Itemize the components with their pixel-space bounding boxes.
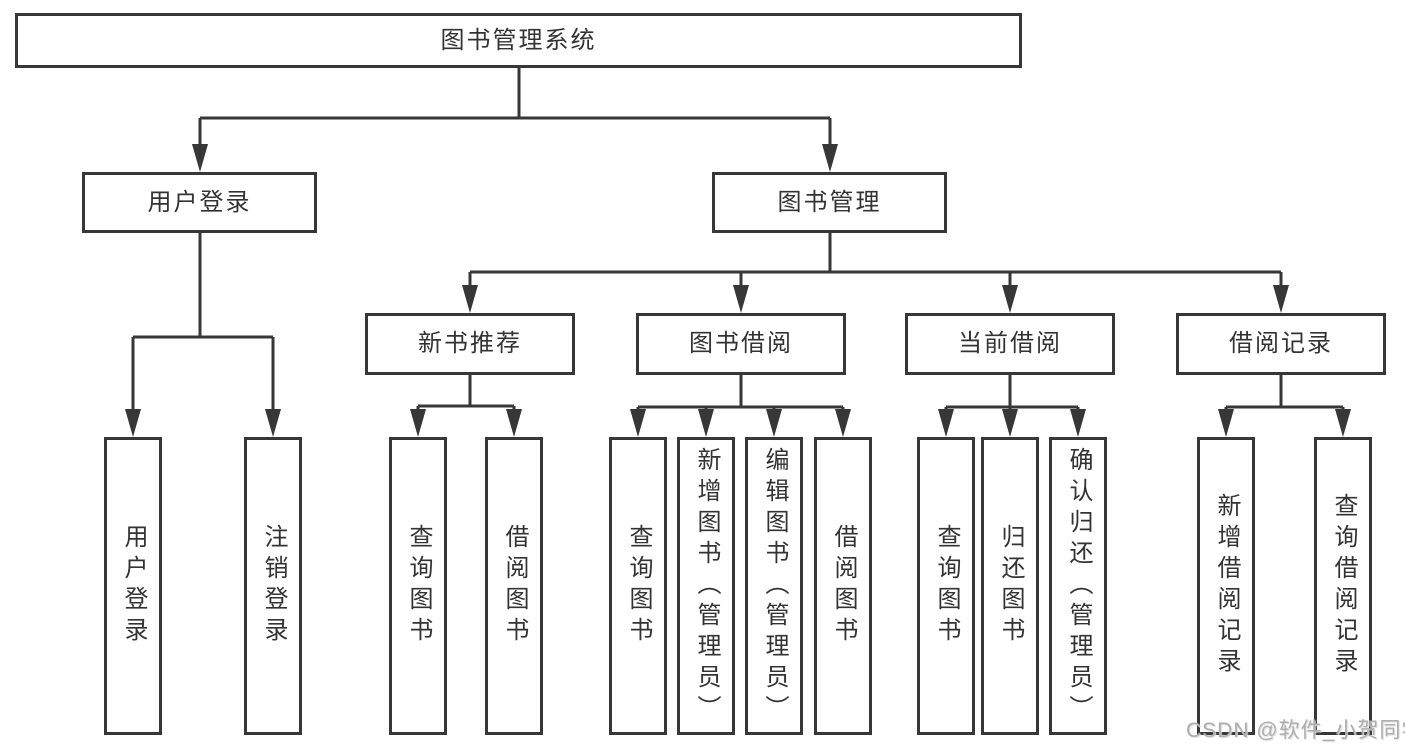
leaf-label: 查询借阅记录 [1330,493,1357,679]
leaf-label: 用户登录 [120,524,147,648]
leaf-borrow-query: 查询图书 [609,437,667,735]
leaf-current-confirm: 确认归还（管理员） [1049,437,1107,735]
node-borrow-records: 借阅记录 [1176,313,1386,375]
leaf-borrow-book: 借阅图书 [814,437,872,735]
node-user-login-label: 用户登录 [147,188,252,216]
leaf-label: 确认归还（管理员） [1065,446,1092,726]
leaf-logout: 注销登录 [244,437,302,735]
leaf-label: 注销登录 [260,524,287,648]
node-root-label: 图书管理系统 [440,26,597,54]
leaf-label: 归还图书 [997,524,1024,648]
leaf-borrow-add: 新增图书（管理员） [677,437,735,735]
node-borrow-records-label: 借阅记录 [1229,330,1333,357]
arrowheads [125,144,1351,437]
node-book-mgmt: 图书管理 [712,172,947,233]
leaf-records-add: 新增借阅记录 [1197,437,1255,735]
leaf-current-query: 查询图书 [917,437,975,735]
node-root: 图书管理系统 [15,13,1022,68]
leaf-label: 新增借阅记录 [1213,493,1240,679]
node-current-borrow: 当前借阅 [905,313,1115,375]
leaf-records-query: 查询借阅记录 [1314,437,1372,735]
node-current-borrow-label: 当前借阅 [958,330,1062,357]
node-book-borrow: 图书借阅 [636,313,846,375]
leaf-new-books-borrow: 借阅图书 [485,437,543,735]
leaf-label: 查询图书 [933,524,960,648]
node-user-login: 用户登录 [82,172,317,233]
node-new-books: 新书推荐 [365,313,575,375]
node-book-mgmt-label: 图书管理 [777,188,882,216]
leaf-current-return: 归还图书 [981,437,1039,735]
leaf-label: 借阅图书 [830,524,857,648]
leaf-borrow-edit: 编辑图书（管理员） [745,437,803,735]
csdn-watermark: CSDN @软件_小贺同学 [1186,719,1405,742]
leaf-label: 编辑图书（管理员） [761,446,788,726]
leaf-label: 查询图书 [405,524,432,648]
leaf-label: 借阅图书 [501,524,528,648]
leaf-label: 查询图书 [625,524,652,648]
node-book-borrow-label: 图书借阅 [689,330,793,357]
leaf-label: 新增图书（管理员） [693,446,720,726]
leaf-user-login: 用户登录 [104,437,162,735]
leaf-new-books-query: 查询图书 [389,437,447,735]
node-new-books-label: 新书推荐 [418,330,522,357]
